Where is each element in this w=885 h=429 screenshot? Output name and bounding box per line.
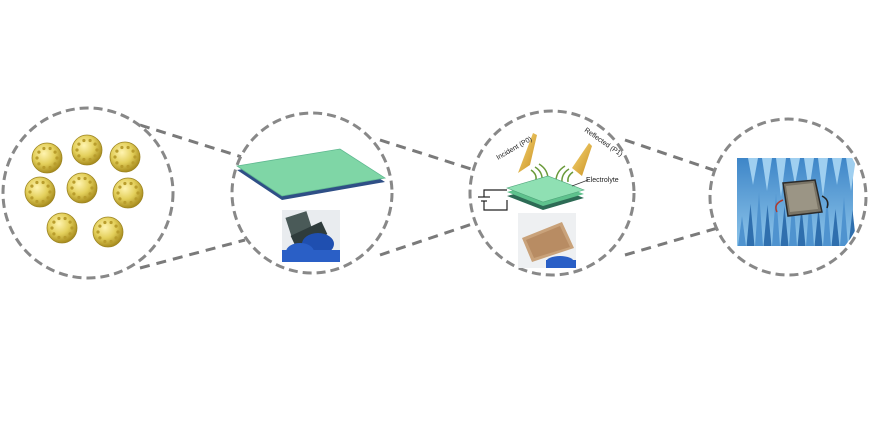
panel-nanoparticles [1, 106, 175, 280]
nanoparticle [24, 176, 56, 208]
nanoparticle [112, 177, 144, 209]
connector-3-top [624, 138, 729, 177]
absorber-cone [776, 158, 786, 197]
nanoparticle [66, 172, 98, 204]
chamber-photo [737, 158, 857, 246]
absorber-cone [763, 205, 772, 246]
panel-device: Incident (P0) Reflected (P1) Electrolyte [468, 109, 636, 277]
absorber-cone [755, 192, 763, 246]
absorber-cone [846, 158, 856, 191]
panel-film [230, 111, 394, 275]
film-sheet [235, 148, 387, 197]
absorber-cone [748, 158, 758, 185]
connector-3-bottom [624, 223, 729, 257]
connector-2-top [379, 138, 491, 177]
absorber-cone [823, 196, 831, 246]
incident-horn-icon [518, 133, 537, 173]
connector-1-top [139, 123, 246, 160]
electrolyte-label: Electrolyte [586, 177, 619, 184]
absorber-cone [814, 208, 823, 246]
electrolyte-pointer [571, 179, 589, 187]
absorber-cone [804, 158, 814, 191]
absorber-cone [780, 206, 789, 246]
reflected-horn-icon [572, 143, 592, 176]
absorber-cone [832, 158, 842, 185]
absorber-cone [746, 204, 755, 246]
absorber-cone [772, 193, 780, 246]
absorber-cone [790, 158, 800, 185]
nanoparticle [71, 134, 103, 166]
nanoparticle [31, 142, 63, 174]
absorber-cone [797, 207, 806, 246]
circuit-icon [478, 189, 508, 211]
absorber-cone [762, 158, 772, 191]
absorber-cone [818, 158, 828, 197]
absorber-cone [840, 197, 848, 246]
film-photo [282, 210, 340, 262]
absorber-cones [738, 158, 857, 246]
absorber-cone [806, 195, 814, 246]
panel-measurement [708, 117, 868, 277]
device-photo [518, 213, 576, 268]
nanoparticle-cluster [24, 134, 144, 248]
absorber-cone [789, 194, 797, 246]
device-top-layer [506, 175, 585, 203]
connector-lines [139, 123, 729, 270]
nanoparticle [46, 212, 78, 244]
nanoparticle [92, 216, 124, 248]
connector-2-bottom [379, 216, 491, 257]
absorber-cone [738, 216, 746, 246]
absorber-cone [831, 209, 840, 246]
connector-1-bottom [139, 238, 246, 270]
nanoparticle [109, 141, 141, 173]
